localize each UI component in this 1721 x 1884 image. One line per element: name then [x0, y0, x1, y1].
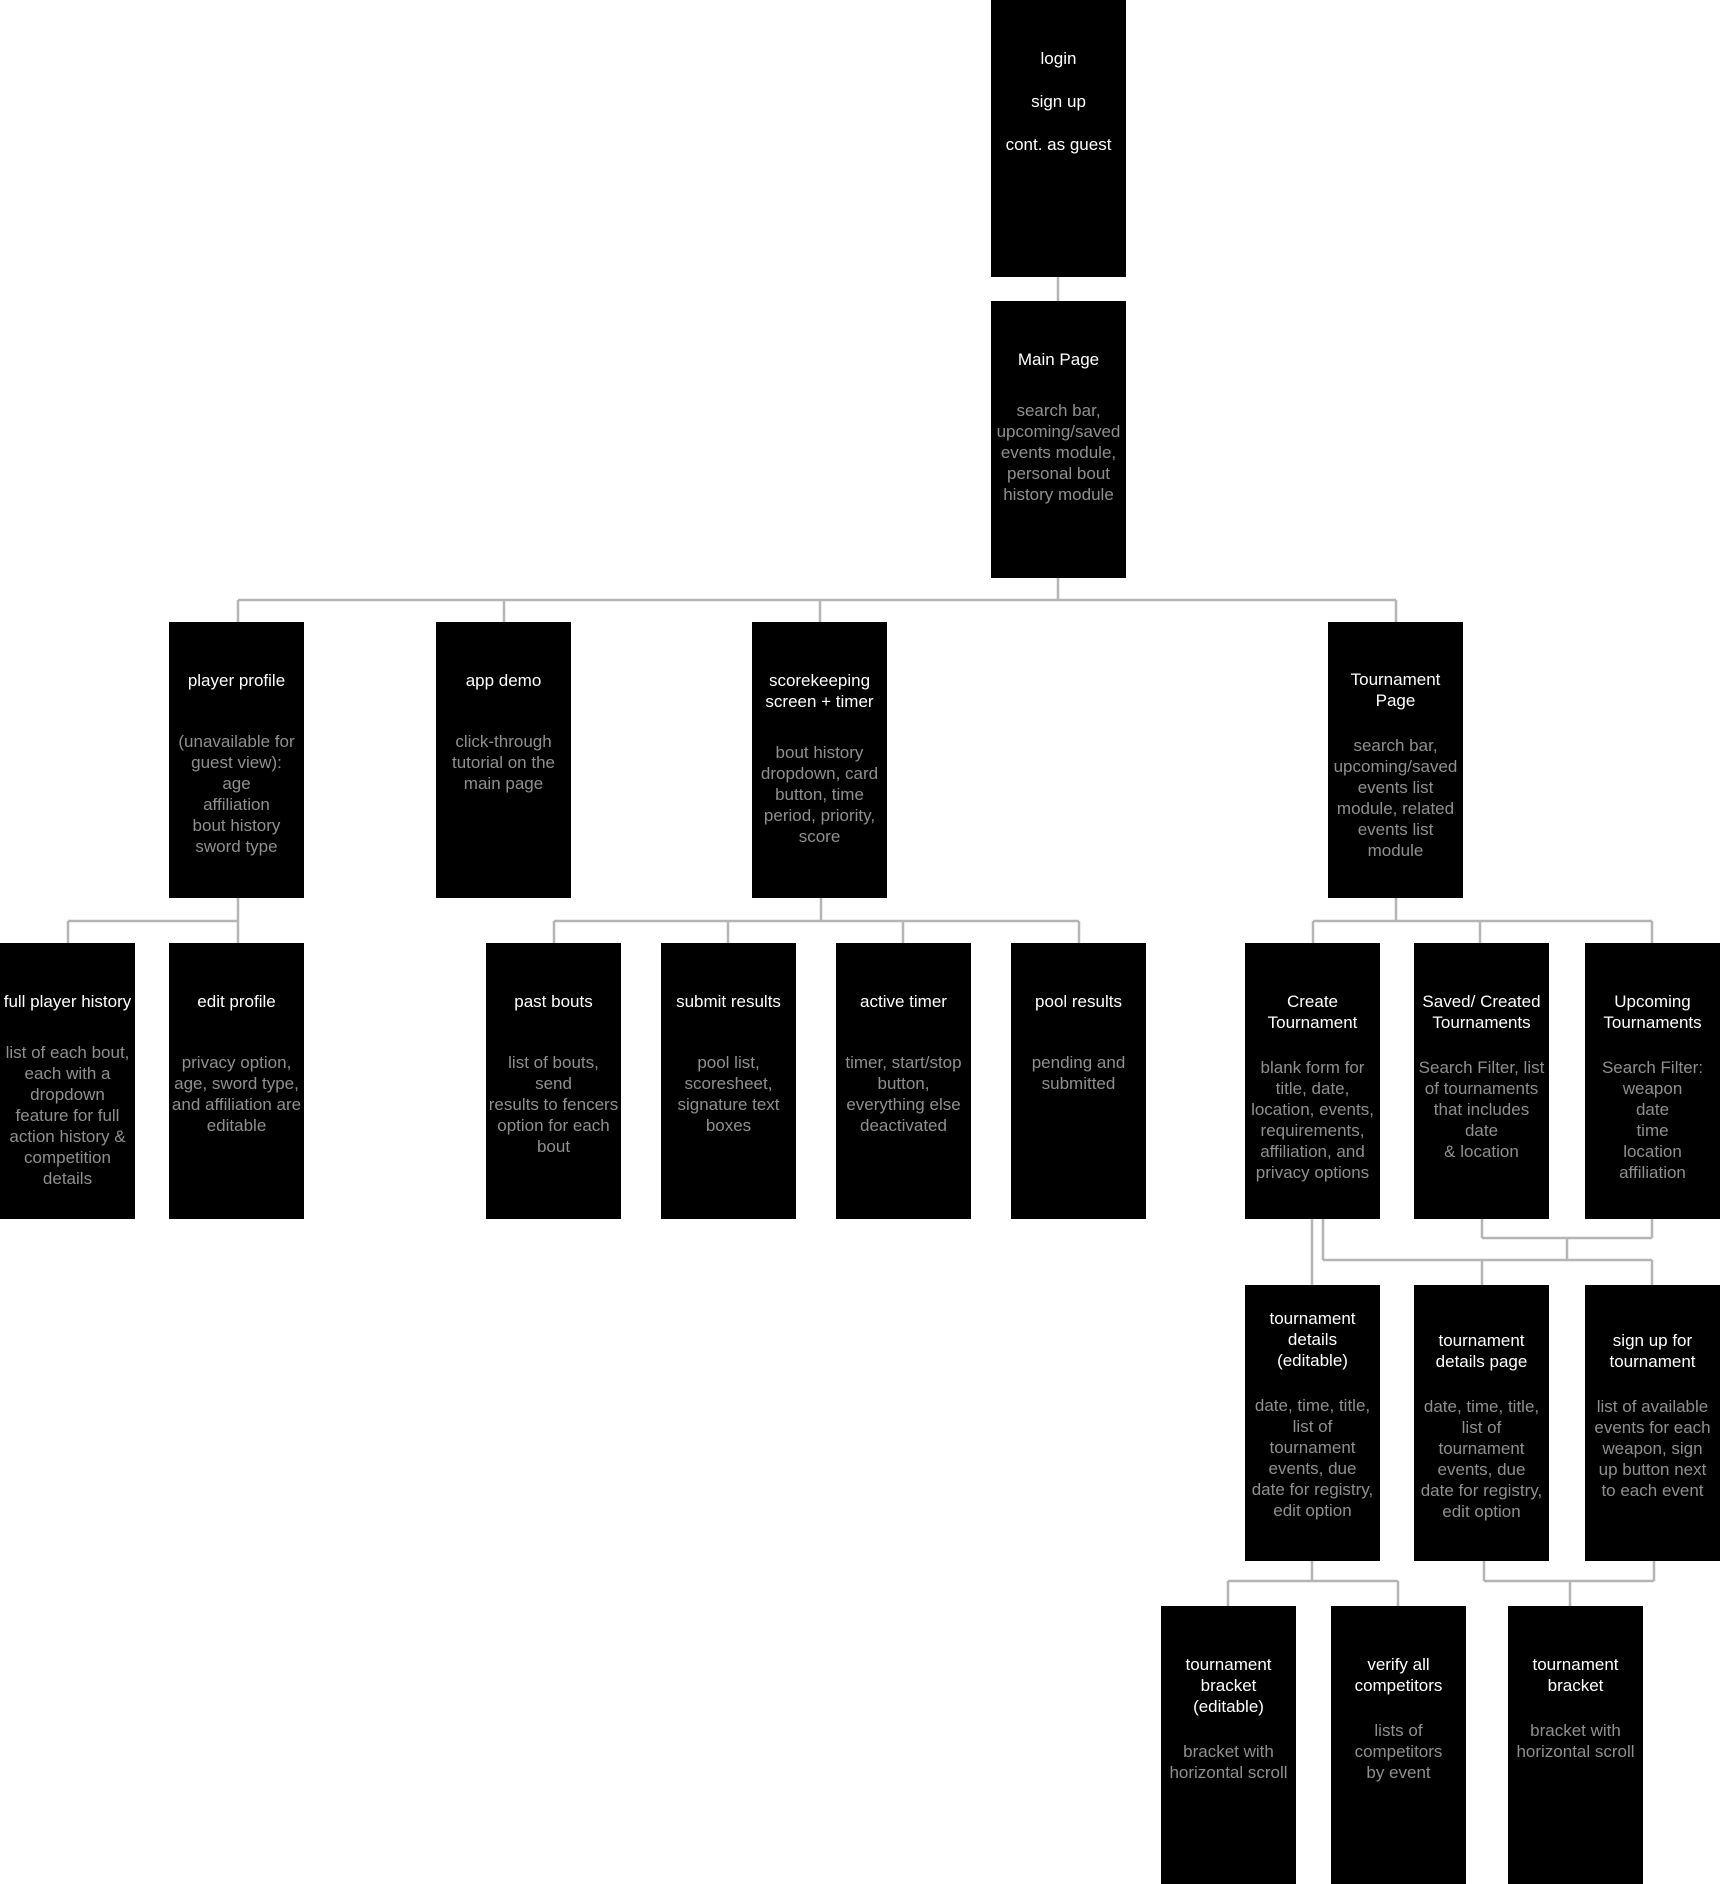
- create-tournament-desc: blank form for title, date, location, ev…: [1251, 1058, 1374, 1182]
- tournament-details-page-desc: date, time, title, list of tournament ev…: [1420, 1397, 1543, 1521]
- upcoming-tournaments-box: Upcoming Tournaments Search Filter: weap…: [1585, 943, 1720, 1219]
- verify-competitors-box: verify all competitors lists of competit…: [1331, 1606, 1466, 1884]
- edit-profile-desc: privacy option, age, sword type, and aff…: [171, 1053, 302, 1135]
- login-box: login sign up cont. as guest: [991, 0, 1126, 277]
- submit-results-desc: pool list, scoresheet, signature text bo…: [677, 1053, 780, 1135]
- pool-results-title: pool results: [1035, 992, 1122, 1011]
- tournament-bracket-editable-desc: bracket with horizontal scroll: [1169, 1742, 1288, 1782]
- sign-up-tournament-box: sign up for tournament list of available…: [1585, 1285, 1720, 1561]
- app-demo-title: app demo: [465, 671, 542, 690]
- create-tournament-box: Create Tournament blank form for title, …: [1245, 943, 1380, 1219]
- past-bouts-title: past bouts: [514, 992, 593, 1011]
- scorekeeping-box: scorekeeping screen + timer bout history…: [752, 622, 887, 898]
- active-timer-title: active timer: [860, 992, 947, 1011]
- sign-up-tournament-desc: list of available events for each weapon…: [1594, 1397, 1711, 1500]
- verify-competitors-title: verify all competitors: [1354, 1655, 1443, 1695]
- tournament-details-page-title: tournament details page: [1435, 1331, 1528, 1371]
- tournament-page-box: Tournament Page search bar, upcoming/sav…: [1328, 622, 1463, 898]
- upcoming-tournaments-title: Upcoming Tournaments: [1603, 992, 1702, 1032]
- saved-created-tournaments-box: Saved/ Created Tournaments Search Filter…: [1414, 943, 1549, 1219]
- sign-up-item: sign up: [1031, 92, 1086, 111]
- tournament-bracket-editable-box: tournament bracket (editable) bracket wi…: [1161, 1606, 1296, 1884]
- scorekeeping-desc: bout history dropdown, card button, time…: [760, 743, 879, 846]
- tournament-bracket-title: tournament bracket: [1532, 1655, 1619, 1695]
- verify-competitors-desc: lists of competitors by event: [1354, 1721, 1443, 1782]
- submit-results-box: submit results pool list, scoresheet, si…: [661, 943, 796, 1219]
- active-timer-box: active timer timer, start/stop button, e…: [836, 943, 971, 1219]
- app-demo-desc: click-through tutorial on the main page: [451, 732, 555, 793]
- app-demo-box: app demo click-through tutorial on the m…: [436, 622, 571, 898]
- full-player-history-title: full player history: [3, 992, 132, 1011]
- upcoming-tournaments-desc: Search Filter: weapon date time location…: [1601, 1058, 1704, 1182]
- main-page-box: Main Page search bar, upcoming/saved eve…: [991, 301, 1126, 578]
- tournament-details-page-box: tournament details page date, time, titl…: [1414, 1285, 1549, 1561]
- pool-results-desc: pending and submitted: [1031, 1053, 1126, 1093]
- past-bouts-desc: list of bouts, send results to fencers o…: [488, 1053, 619, 1156]
- tournament-page-title: Tournament Page: [1350, 670, 1441, 710]
- scorekeeping-title: scorekeeping screen + timer: [765, 671, 874, 711]
- past-bouts-box: past bouts list of bouts, send results t…: [486, 943, 621, 1219]
- tournament-page-desc: search bar, upcoming/saved events list m…: [1333, 736, 1458, 860]
- guest-item: cont. as guest: [1005, 135, 1112, 154]
- full-player-history-box: full player history list of each bout, e…: [0, 943, 135, 1219]
- submit-results-title: submit results: [676, 992, 781, 1011]
- pool-results-box: pool results pending and submitted: [1011, 943, 1146, 1219]
- login-item: login: [1040, 49, 1077, 68]
- sign-up-tournament-title: sign up for tournament: [1609, 1331, 1696, 1371]
- tournament-bracket-editable-title: tournament bracket (editable): [1185, 1655, 1272, 1716]
- main-page-title: Main Page: [1017, 350, 1100, 369]
- tournament-details-editable-box: tournament details (editable) date, time…: [1245, 1285, 1380, 1561]
- tournament-details-editable-desc: date, time, title, list of tournament ev…: [1251, 1396, 1374, 1520]
- main-page-desc: search bar, upcoming/saved events module…: [996, 401, 1121, 504]
- tournament-details-editable-title: tournament details (editable): [1269, 1309, 1356, 1370]
- saved-created-tournaments-desc: Search Filter, list of tournaments that …: [1418, 1058, 1545, 1161]
- player-profile-desc: (unavailable for guest view): age affili…: [178, 732, 295, 856]
- edit-profile-box: edit profile privacy option, age, sword …: [169, 943, 304, 1219]
- full-player-history-desc: list of each bout, each with a dropdown …: [5, 1043, 130, 1188]
- player-profile-box: player profile (unavailable for guest vi…: [169, 622, 304, 898]
- edit-profile-title: edit profile: [197, 992, 276, 1011]
- active-timer-desc: timer, start/stop button, everything els…: [845, 1053, 962, 1135]
- tournament-bracket-desc: bracket with horizontal scroll: [1516, 1721, 1635, 1761]
- tournament-bracket-box: tournament bracket bracket with horizont…: [1508, 1606, 1643, 1884]
- create-tournament-title: Create Tournament: [1267, 992, 1358, 1032]
- player-profile-title: player profile: [187, 671, 286, 690]
- saved-created-tournaments-title: Saved/ Created Tournaments: [1422, 992, 1541, 1032]
